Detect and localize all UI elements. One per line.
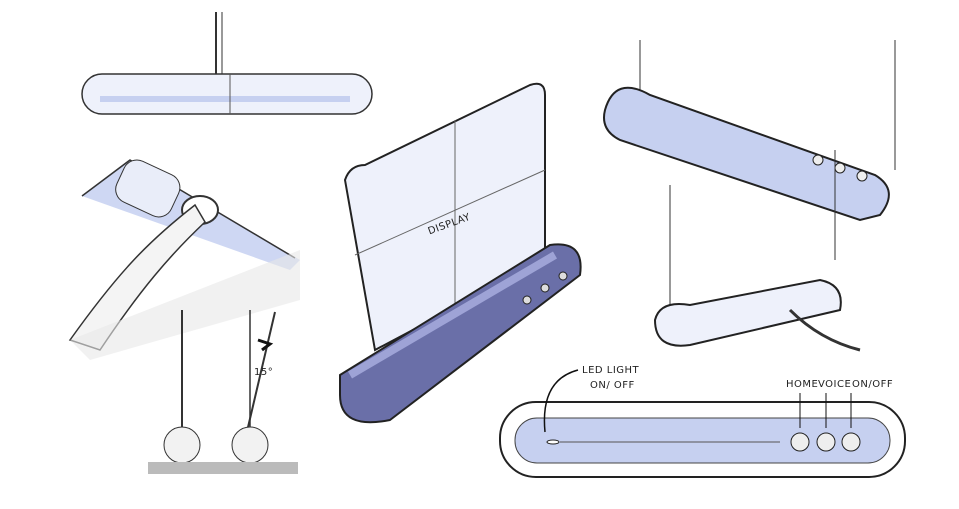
voice-label: VOICE — [818, 379, 851, 390]
led-onoff-label: ON/ OFF — [590, 380, 635, 391]
led-light-label: LED LIGHT — [582, 365, 640, 376]
front-view: LED LIGHT ON/ OFF HOME VOICE ON/OFF — [499, 365, 906, 478]
angle-label: 15° — [254, 367, 273, 378]
home-label: HOME — [786, 379, 818, 390]
top-bar-view — [81, 12, 373, 115]
display-unit: DISPLAY — [339, 82, 582, 424]
tilt-views: 15° — [148, 310, 298, 474]
cable-side-view — [68, 159, 300, 360]
onoff-label: ON/OFF — [852, 379, 893, 390]
mounted-views — [603, 40, 896, 352]
